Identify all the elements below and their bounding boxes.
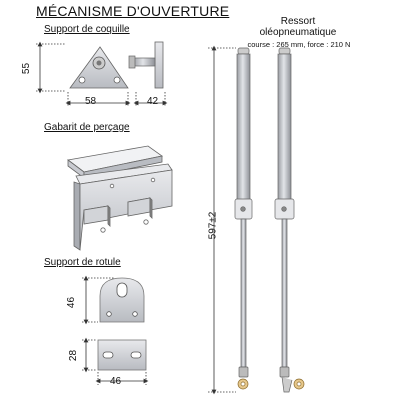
coquille-dimension-lines [36, 41, 168, 107]
gas-spring-right [274, 47, 305, 393]
page-title: MÉCANISME D'OUVERTURE [36, 3, 230, 19]
drilling-template [67, 145, 173, 251]
spring-title-line2: oléopneumatique [259, 27, 337, 38]
coquille-support-front [69, 46, 129, 89]
spring-title-line1: Ressort [280, 16, 316, 27]
section-title-rotule: Support de rotule [44, 257, 121, 268]
coquille-support-side [128, 41, 164, 89]
spring-spec: course : 265 mm, force : 210 N [247, 40, 351, 49]
spring-dimension-line [208, 45, 236, 395]
gas-spring-left [234, 47, 253, 390]
rotule-support-front [99, 277, 145, 323]
section-title-gabarit: Gabarit de perçage [44, 122, 130, 133]
spring-title: Ressort oléopneumatique [233, 16, 363, 38]
rotule-dimension-lines [82, 275, 149, 385]
rotule-support-side [97, 339, 147, 371]
section-title-coquille: Support de coquille [44, 24, 130, 35]
